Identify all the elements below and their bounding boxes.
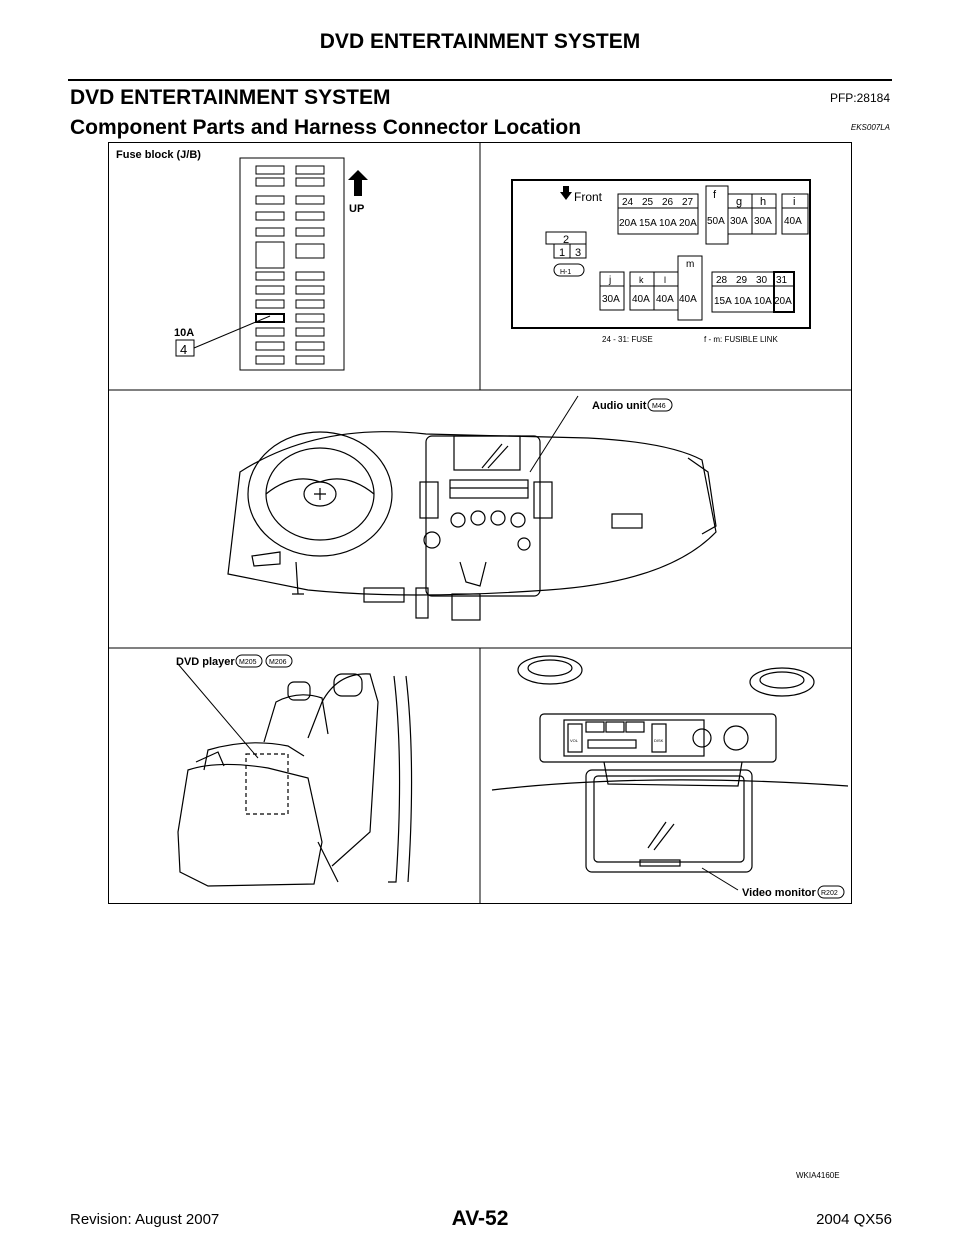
fuse-31-amp: 20A bbox=[774, 296, 792, 307]
vol-label: VOL bbox=[570, 738, 579, 743]
link-f-amp: 50A bbox=[707, 216, 725, 227]
up-label: UP bbox=[349, 203, 364, 215]
fuse-28-number: 28 bbox=[716, 275, 728, 286]
link-g-amp: 30A bbox=[730, 216, 748, 227]
fuse-26-amp: 10A bbox=[659, 218, 677, 229]
connector-pin-2: 2 bbox=[563, 234, 569, 246]
fuse-25-amp: 15A bbox=[639, 218, 657, 229]
connector-label: H-1 bbox=[560, 269, 571, 276]
fuse-24-number: 24 bbox=[622, 197, 634, 208]
fuse-29-amp: 10A bbox=[734, 296, 752, 307]
audio-unit-leader-line bbox=[529, 395, 579, 473]
connector-pin-1: 1 bbox=[559, 247, 565, 259]
audio-unit-label: Audio unit bbox=[592, 400, 647, 412]
doc-code: EKS007LA bbox=[850, 123, 890, 132]
fuse-group-top bbox=[617, 193, 699, 235]
video-monitor-connector: R202 bbox=[821, 890, 838, 897]
dvd-player-connector-1: M205 bbox=[239, 659, 257, 666]
dvd-connector-badge-1 bbox=[235, 654, 263, 668]
h1-connector bbox=[545, 231, 587, 277]
fuse-30-number: 30 bbox=[756, 275, 768, 286]
dvd-player-leader-line bbox=[177, 663, 259, 759]
component-location-figure: Fuse block (J/B) UP 10A 4 Front 2 1 3 H-… bbox=[108, 142, 852, 904]
video-connector-badge bbox=[817, 885, 845, 899]
page-title: DVD ENTERTAINMENT SYSTEM bbox=[70, 86, 391, 109]
front-label: Front bbox=[574, 190, 603, 204]
footer-revision: Revision: August 2007 bbox=[70, 1211, 220, 1228]
fuse-26-number: 26 bbox=[662, 197, 674, 208]
fuse-27-number: 27 bbox=[682, 197, 694, 208]
fuse-rating-label: 10A bbox=[174, 327, 194, 339]
fuse-31-number: 31 bbox=[776, 275, 788, 286]
link-j-amp: 30A bbox=[602, 294, 620, 305]
fuse-28-amp: 15A bbox=[714, 296, 732, 307]
link-k-letter: k bbox=[639, 275, 644, 285]
figure-id: WKIA4160E bbox=[796, 1171, 840, 1180]
connector-pin-3: 3 bbox=[575, 247, 581, 259]
dvd-player-connector-2: M206 bbox=[269, 659, 287, 666]
video-monitor-label: Video monitor bbox=[742, 887, 816, 899]
fuse-block-drawing bbox=[239, 157, 345, 371]
legend-fuse: 24 - 31: FUSE bbox=[602, 335, 653, 344]
link-i-letter: i bbox=[793, 196, 795, 208]
link-l-letter: l bbox=[664, 275, 666, 285]
link-h-amp: 30A bbox=[754, 216, 772, 227]
link-m-letter: m bbox=[686, 259, 694, 270]
link-l-amp: 40A bbox=[656, 294, 674, 305]
running-header: DVD ENTERTAINMENT SYSTEM bbox=[319, 30, 641, 53]
header-rule bbox=[68, 79, 892, 81]
fusible-link-box bbox=[511, 179, 811, 329]
dvd-player-label: DVD player bbox=[176, 656, 235, 668]
link-m-amp: 40A bbox=[679, 294, 697, 305]
fuse-27-amp: 20A bbox=[679, 218, 697, 229]
fuse-block-label: Fuse block (J/B) bbox=[116, 149, 201, 161]
video-monitor-leader-line bbox=[701, 867, 739, 891]
fusible-links-top bbox=[705, 185, 809, 245]
fuse-30-amp: 10A bbox=[754, 296, 772, 307]
disk-label: DISK bbox=[654, 738, 664, 743]
fuse-29-number: 29 bbox=[736, 275, 748, 286]
section-subtitle: Component Parts and Harness Connector Lo… bbox=[70, 116, 582, 139]
fuse-number: 4 bbox=[180, 342, 187, 357]
front-arrow-icon bbox=[560, 186, 572, 200]
link-k-amp: 40A bbox=[632, 294, 650, 305]
fuse-25-number: 25 bbox=[642, 197, 654, 208]
audio-unit-connector: M46 bbox=[652, 403, 666, 410]
page-number: AV-52 bbox=[451, 1207, 509, 1230]
fuse-number-box bbox=[175, 339, 195, 357]
fuse-group-bottom bbox=[711, 271, 795, 313]
overhead-console-drawing bbox=[491, 655, 849, 873]
link-i-amp: 40A bbox=[784, 216, 802, 227]
fusible-links-bottom bbox=[599, 255, 703, 321]
link-g-letter: g bbox=[736, 196, 742, 208]
dvd-connector-badge-2 bbox=[265, 654, 293, 668]
up-arrow-icon bbox=[348, 170, 368, 196]
pfp-code: PFP:28184 bbox=[829, 91, 890, 105]
link-j-letter: j bbox=[608, 275, 611, 286]
instrument-panel-drawing bbox=[227, 431, 717, 621]
fuse-leader-line bbox=[193, 315, 271, 349]
legend-fusible-link: f - m: FUSIBLE LINK bbox=[704, 335, 778, 344]
footer-model: 2004 QX56 bbox=[816, 1211, 892, 1228]
fuse-24-amp: 20A bbox=[619, 218, 637, 229]
seat-drawing bbox=[177, 673, 413, 887]
link-h-letter: h bbox=[760, 196, 766, 208]
link-f-letter: f bbox=[713, 189, 717, 201]
audio-connector-badge bbox=[647, 398, 673, 412]
